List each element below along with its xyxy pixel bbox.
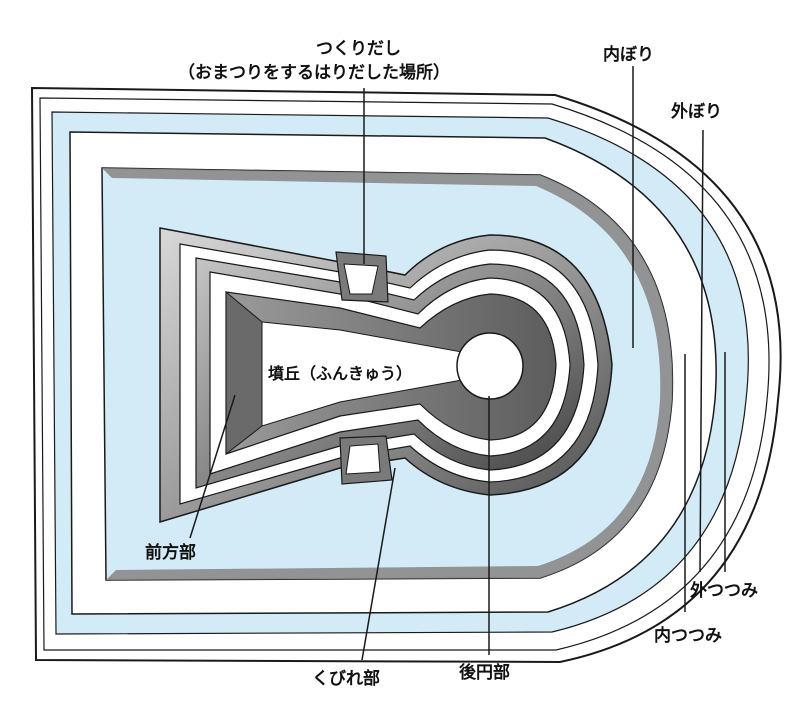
label-inner-moat: 内ぼり [603,45,654,65]
mound [159,227,613,524]
label-tsukuridashi-desc: （おまつりをするはりだした場所） [178,63,450,83]
label-kubire: くびれ部 [312,669,380,689]
label-tsukuridashi: つくりだし [316,39,401,59]
rear-mound-top [456,332,524,400]
label-outer-embankment: 外つつみ [690,581,758,601]
label-front-part: 前方部 [145,543,196,563]
label-inner-embankment: 内つつみ [654,626,722,646]
label-rear-circle: 後円部 [459,663,510,683]
label-mound: 墳丘（ふんきゅう） [268,364,413,383]
label-outer-moat: 外ぼり [671,102,722,122]
leader-lines [189,66,726,661]
